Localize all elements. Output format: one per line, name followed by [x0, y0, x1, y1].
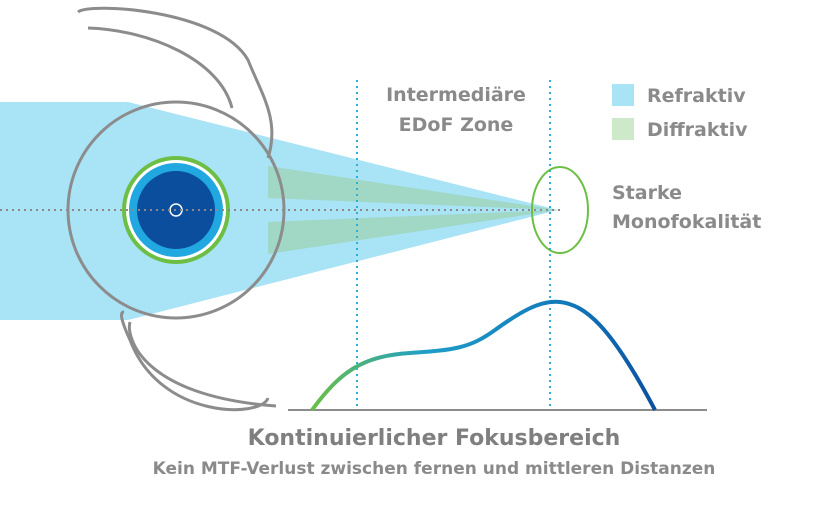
diffractive-beam-lower	[268, 210, 558, 254]
legend-label-diffraktiv: Diffraktiv	[647, 119, 748, 141]
zone-label-line1: Intermediäre	[386, 84, 526, 106]
diagram-subtitle: Kein MTF-Verlust zwischen fernen und mit…	[153, 459, 716, 479]
legend-label-refraktiv: Refraktiv	[647, 85, 746, 107]
lower-haptic-inner	[127, 321, 277, 408]
focus-ellipse	[531, 166, 589, 254]
legend-swatch-diffraktiv	[612, 118, 634, 140]
upper-haptic	[77, 6, 274, 159]
zone-label-line2: EDoF Zone	[399, 114, 514, 136]
upper-haptic-inner	[87, 26, 234, 109]
lower-haptic	[120, 310, 270, 412]
legend-swatch-refraktiv	[612, 84, 634, 106]
focus-curve	[310, 299, 657, 412]
diagram-title: Kontinuierlicher Fokusbereich	[248, 426, 621, 451]
focus-label-line2: Monofokalität	[612, 211, 761, 233]
focus-label-line1: Starke	[612, 182, 682, 204]
diffractive-beam-upper	[268, 166, 558, 210]
refractive-beam	[0, 102, 558, 320]
legend: Refraktiv Diffraktiv	[612, 84, 748, 141]
